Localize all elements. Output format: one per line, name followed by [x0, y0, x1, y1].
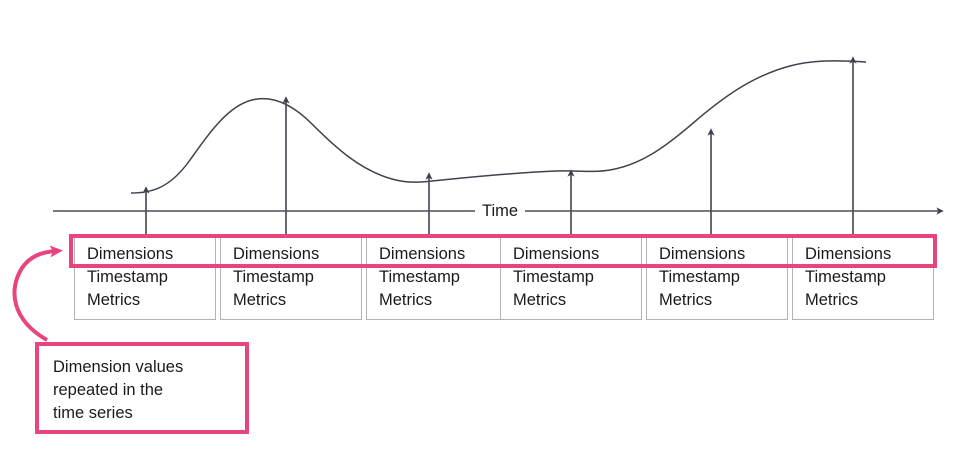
- signal-curve: [130, 60, 867, 194]
- record-timestamp-label: Timestamp: [379, 268, 460, 286]
- record-timestamp-label: Timestamp: [87, 268, 168, 286]
- record-metrics-label: Metrics: [379, 291, 433, 309]
- record-box-4[interactable]: Dimensions Timestamp Metrics: [500, 236, 642, 320]
- record-timestamp-label: Timestamp: [233, 268, 314, 286]
- time-axis-label: Time: [475, 201, 526, 221]
- record-box-3[interactable]: Dimensions Timestamp Metrics: [366, 236, 508, 320]
- record-box-2[interactable]: Dimensions Timestamp Metrics: [220, 236, 362, 320]
- record-box-6[interactable]: Dimensions Timestamp Metrics: [792, 236, 934, 320]
- record-metrics-label: Metrics: [659, 291, 713, 309]
- record-dimensions-label: Dimensions: [805, 245, 892, 263]
- record-dimensions-label: Dimensions: [233, 245, 320, 263]
- callout-box: Dimension values repeated in the time se…: [35, 342, 249, 434]
- record-dimensions-label: Dimensions: [659, 245, 746, 263]
- record-dimensions-label: Dimensions: [87, 245, 174, 263]
- record-box-1[interactable]: Dimensions Timestamp Metrics: [74, 236, 216, 320]
- callout-line-3: time series: [53, 404, 133, 422]
- record-dimensions-label: Dimensions: [513, 245, 600, 263]
- record-dimensions-label: Dimensions: [379, 245, 466, 263]
- record-metrics-label: Metrics: [513, 291, 567, 309]
- record-metrics-label: Metrics: [233, 291, 287, 309]
- record-timestamp-label: Timestamp: [659, 268, 740, 286]
- callout-line-2: repeated in the: [53, 381, 164, 399]
- callout-connector-arrow: [12, 245, 63, 342]
- callout-line-1: Dimension values: [53, 358, 184, 376]
- record-box-5[interactable]: Dimensions Timestamp Metrics: [646, 236, 788, 320]
- record-timestamp-label: Timestamp: [513, 268, 594, 286]
- record-metrics-label: Metrics: [87, 291, 141, 309]
- record-metrics-label: Metrics: [805, 291, 859, 309]
- record-timestamp-label: Timestamp: [805, 268, 886, 286]
